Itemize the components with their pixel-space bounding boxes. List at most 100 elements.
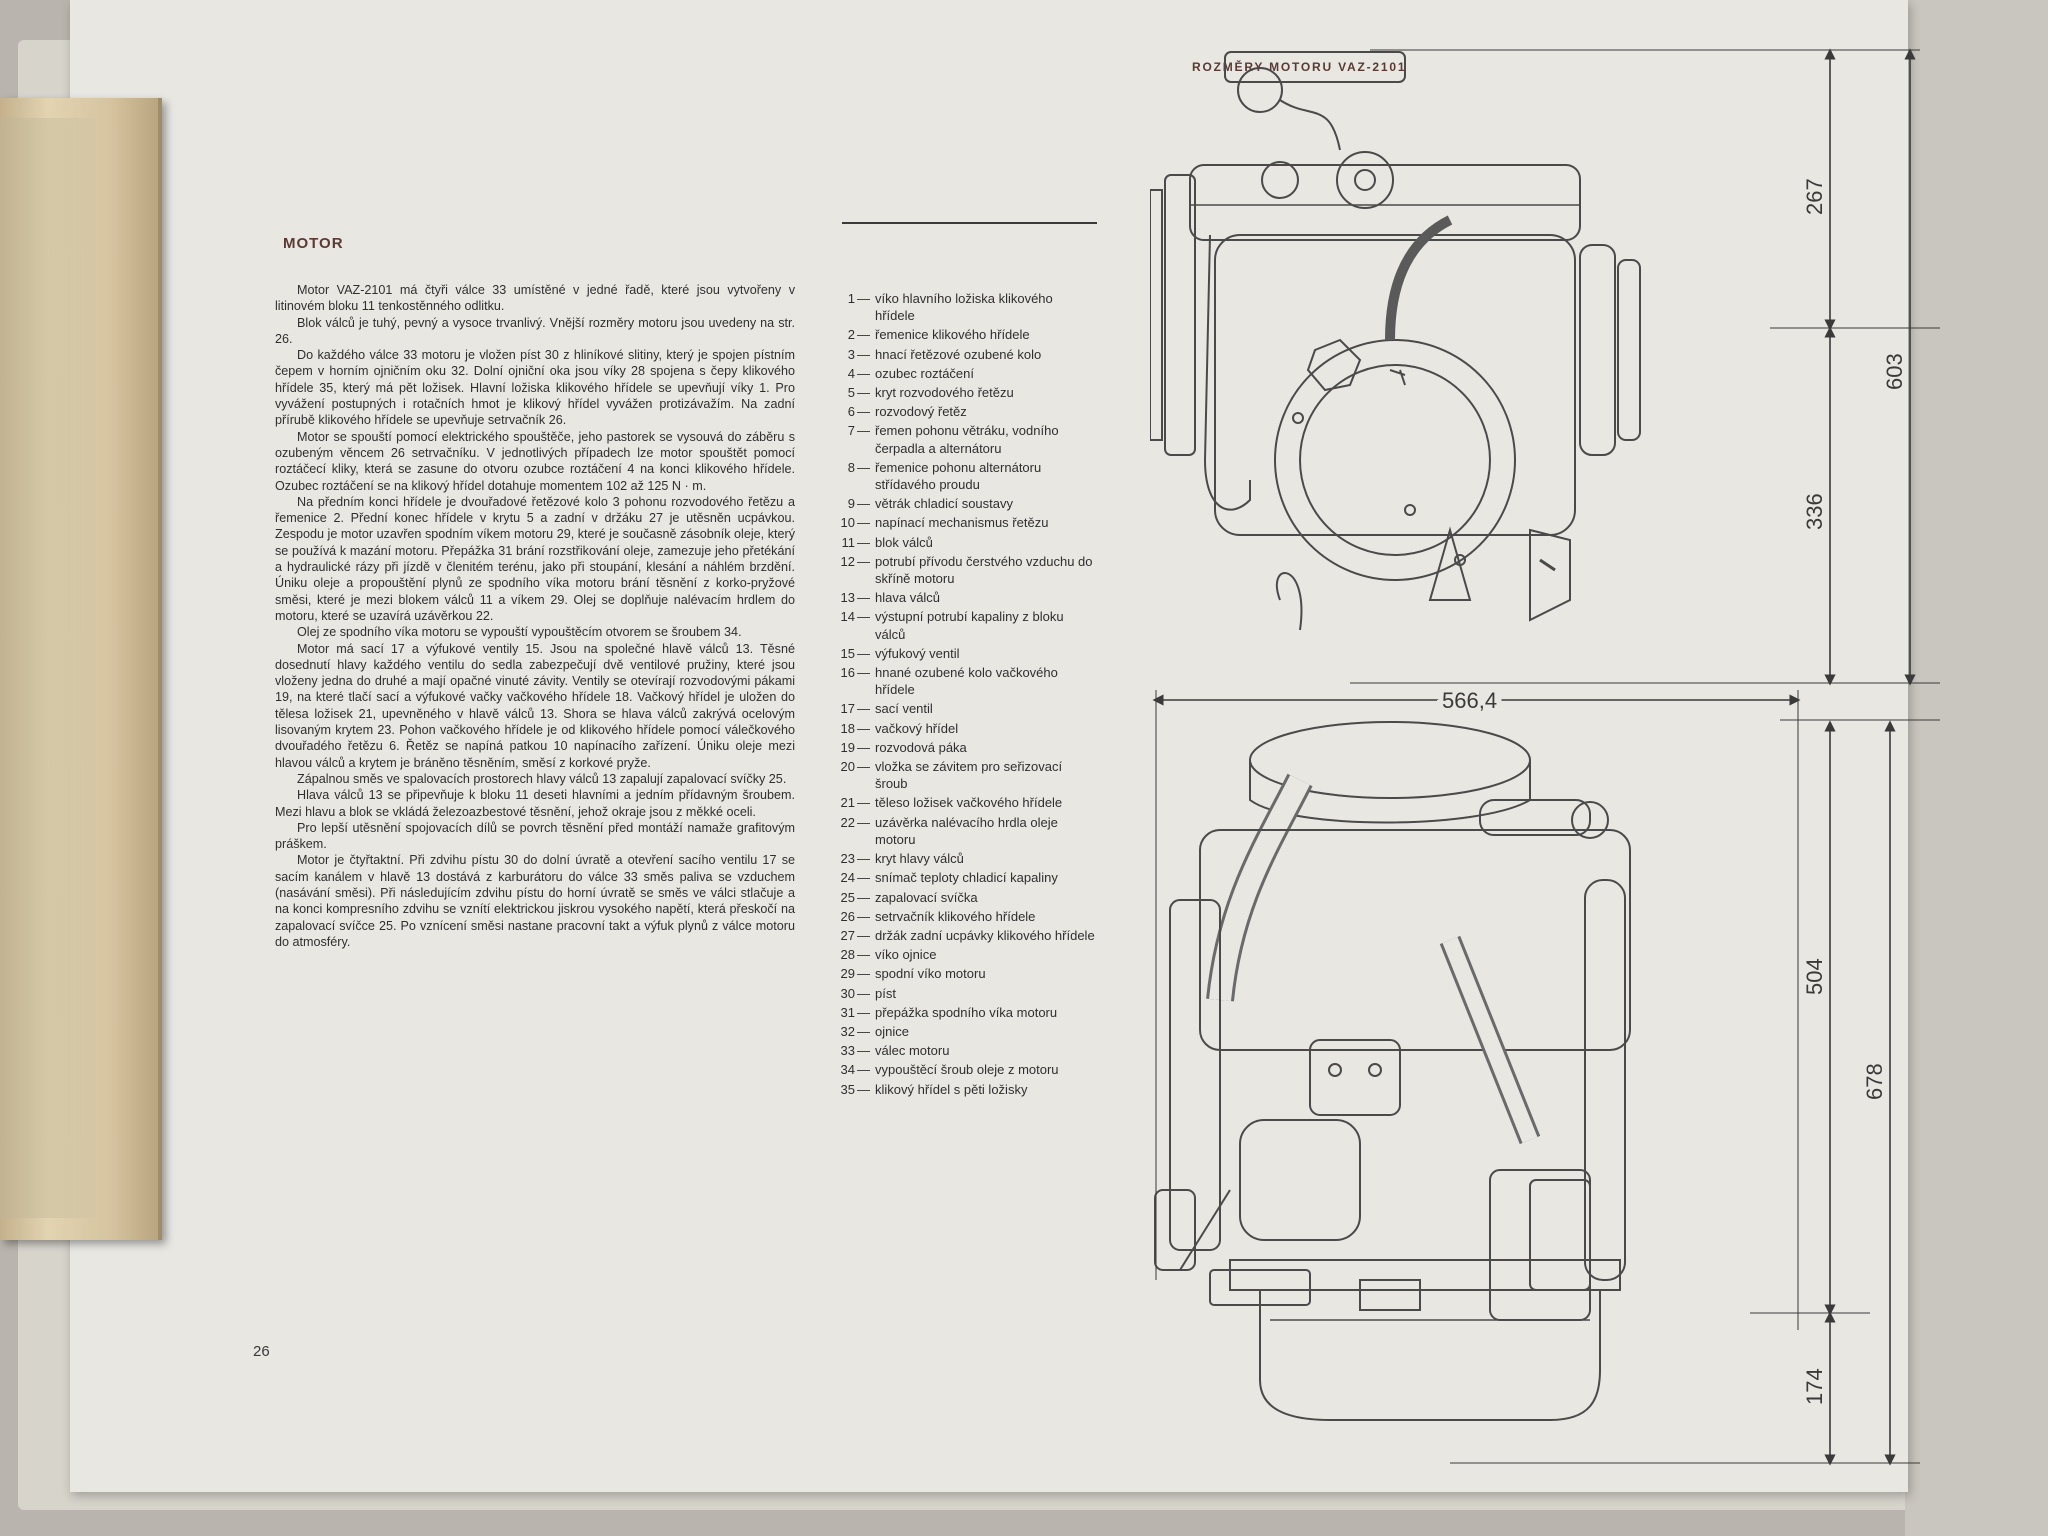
legend-dash: — bbox=[857, 985, 870, 1001]
legend-dash: — bbox=[857, 1081, 870, 1097]
legend-text: blok válců bbox=[875, 534, 933, 550]
legend-text: výstupní potrubí kapaliny z bloku válců bbox=[875, 609, 1064, 642]
legend-text: píst bbox=[875, 985, 896, 1001]
legend-number: 32 bbox=[840, 1023, 855, 1039]
legend-item: 30—píst bbox=[825, 985, 1095, 1002]
legend-dash: — bbox=[857, 814, 870, 830]
dimension-label-566-4: 566,4 bbox=[1442, 688, 1497, 713]
legend-number: 8 bbox=[847, 459, 855, 475]
legend-text: zapalovací svíčka bbox=[875, 889, 978, 905]
legend-dash: — bbox=[857, 291, 870, 306]
legend-number: 18 bbox=[840, 720, 855, 736]
body-text: Motor VAZ-2101 má čtyři válce 33 umístěn… bbox=[275, 282, 795, 950]
legend-item: 17— sací ventil bbox=[825, 700, 1095, 717]
legend-number: 34 bbox=[840, 1062, 855, 1078]
legend-dash: — bbox=[857, 701, 870, 717]
legend-text: sací ventil bbox=[875, 701, 933, 717]
legend-dash: — bbox=[857, 1004, 870, 1020]
page-number: 26 bbox=[253, 1343, 270, 1360]
book-page: MOTOR Motor VAZ-2101 má čtyři válce 33 u… bbox=[70, 0, 1940, 1492]
legend-dash: — bbox=[857, 966, 870, 982]
legend-number: 5 bbox=[847, 385, 855, 401]
legend-number: 19 bbox=[840, 739, 855, 755]
legend-number: 27 bbox=[840, 927, 855, 943]
legend-item: 12—potrubí přívodu čerstvého vzduchu do … bbox=[825, 553, 1095, 587]
legend-number: 20 bbox=[840, 759, 855, 775]
legend-dash: — bbox=[857, 609, 870, 625]
legend-text: řemenice klikového hřídele bbox=[875, 327, 1030, 343]
legend-text: hnané ozubené kolo vačkového hřídele bbox=[875, 665, 1058, 698]
legend-divider bbox=[842, 222, 1097, 224]
legend-dash: — bbox=[857, 553, 870, 569]
legend-number: 23 bbox=[840, 851, 855, 867]
parts-legend: 1—víko hlavního ložiska klikového hřídel… bbox=[825, 290, 1095, 1100]
legend-number: 22 bbox=[840, 814, 855, 830]
legend-item: 21—těleso ložisek vačkového hřídele bbox=[825, 794, 1095, 811]
legend-number: 31 bbox=[840, 1004, 855, 1020]
legend-dash: — bbox=[857, 870, 870, 886]
dimension-label-504: 504 bbox=[1802, 958, 1827, 995]
legend-text: kryt hlavy válců bbox=[875, 851, 964, 867]
legend-item: 32—ojnice bbox=[825, 1023, 1095, 1040]
legend-item: 33—válec motoru bbox=[825, 1042, 1095, 1059]
legend-number: 17 bbox=[840, 701, 855, 717]
legend-text: napínací mechanismus řetězu bbox=[875, 515, 1049, 531]
drawing-title: ROZMĚRY MOTORU VAZ-2101 bbox=[1192, 60, 1407, 74]
legend-item: 14— výstupní potrubí kapaliny z bloku vál… bbox=[825, 608, 1095, 642]
legend-dash: — bbox=[857, 1062, 870, 1078]
legend-text: rozvodová páka bbox=[875, 739, 967, 755]
legend-number: 14 bbox=[840, 609, 855, 625]
legend-number: 29 bbox=[840, 966, 855, 982]
legend-item: 11—blok válců bbox=[825, 534, 1095, 551]
legend-dash: — bbox=[857, 645, 870, 661]
dimension-label-336: 336 bbox=[1802, 493, 1827, 530]
legend-text: ozubec roztáčení bbox=[875, 365, 975, 381]
legend-item: 10—napínací mechanismus řetězu bbox=[825, 514, 1095, 531]
legend-text: hlava válců bbox=[875, 590, 941, 606]
legend-dash: — bbox=[857, 346, 870, 362]
legend-text: vačkový hřídel bbox=[875, 720, 959, 736]
legend-item: 4—ozubec roztáčení bbox=[825, 365, 1095, 382]
legend-item: 29—spodní víko motoru bbox=[825, 965, 1095, 982]
legend-text: vložka se závitem pro seřizovací šroub bbox=[875, 759, 1063, 792]
legend-number: 7 bbox=[847, 423, 855, 439]
legend-number: 1 bbox=[847, 291, 855, 306]
legend-dash: — bbox=[857, 590, 870, 606]
dimension-label-267: 267 bbox=[1802, 178, 1827, 215]
paragraph: Zápalnou směs ve spalovacích prostorech … bbox=[297, 771, 787, 786]
legend-item: 20— vložka se závitem pro seřizovací šrou… bbox=[825, 758, 1095, 792]
legend-text: potrubí přívodu čerstvého vzduchu do skř… bbox=[875, 553, 1093, 587]
legend-dash: — bbox=[857, 459, 870, 475]
paragraph: Hlava válců 13 se připevňuje k bloku 11 … bbox=[275, 788, 795, 819]
legend-dash: — bbox=[857, 720, 870, 736]
legend-dash: — bbox=[857, 759, 870, 775]
legend-number: 4 bbox=[847, 365, 855, 381]
engine-dimension-drawing: 267 603 336 566,4 504 678 174 bbox=[1150, 48, 1940, 1466]
legend-dash: — bbox=[857, 665, 870, 681]
legend-text: přepážka spodního víka motoru bbox=[875, 1004, 1058, 1020]
legend-dash: — bbox=[857, 795, 870, 811]
legend-item: 25—zapalovací svíčka bbox=[825, 889, 1095, 906]
dimension-label-603: 603 bbox=[1882, 353, 1907, 390]
paragraph: Olej ze spodního víka motoru se vypouští… bbox=[297, 625, 742, 640]
paragraph: Motor se spouští pomocí elektrického spo… bbox=[275, 429, 795, 493]
legend-text: uzávěrka nalévacího hrdla oleje motoru bbox=[875, 814, 1058, 847]
legend-item: 34—vypouštěcí šroub oleje z motoru bbox=[825, 1061, 1095, 1078]
legend-item: 23—kryt hlavy válců bbox=[825, 850, 1095, 867]
legend-text: snímač teploty chladicí kapaliny bbox=[875, 870, 1058, 886]
facing-page-edge bbox=[1905, 0, 2048, 1536]
wooden-box bbox=[0, 98, 162, 1240]
engine-front-view bbox=[1150, 51, 1641, 631]
engine-side-view bbox=[1154, 721, 1631, 1421]
legend-item: 13—hlava válců bbox=[825, 589, 1095, 606]
legend-text: výfukový ventil bbox=[875, 645, 960, 661]
legend-text: setrvačník klikového hřídele bbox=[875, 908, 1036, 924]
legend-item: 22— uzávěrka nalévacího hrdla oleje motor… bbox=[825, 814, 1095, 848]
paragraph: Motor má sací 17 a výfukové ventily 15. … bbox=[275, 641, 795, 770]
legend-number: 21 bbox=[840, 795, 855, 811]
legend-text: řemen pohonu větráku, vodního čerpadla a… bbox=[875, 423, 1059, 456]
legend-number: 9 bbox=[847, 496, 855, 512]
legend-item: 8— řemenice pohonu alternátoru střídavého… bbox=[825, 459, 1095, 493]
legend-text: řemenice pohonu alternátoru střídavého p… bbox=[875, 459, 1042, 493]
legend-number: 24 bbox=[840, 870, 855, 886]
